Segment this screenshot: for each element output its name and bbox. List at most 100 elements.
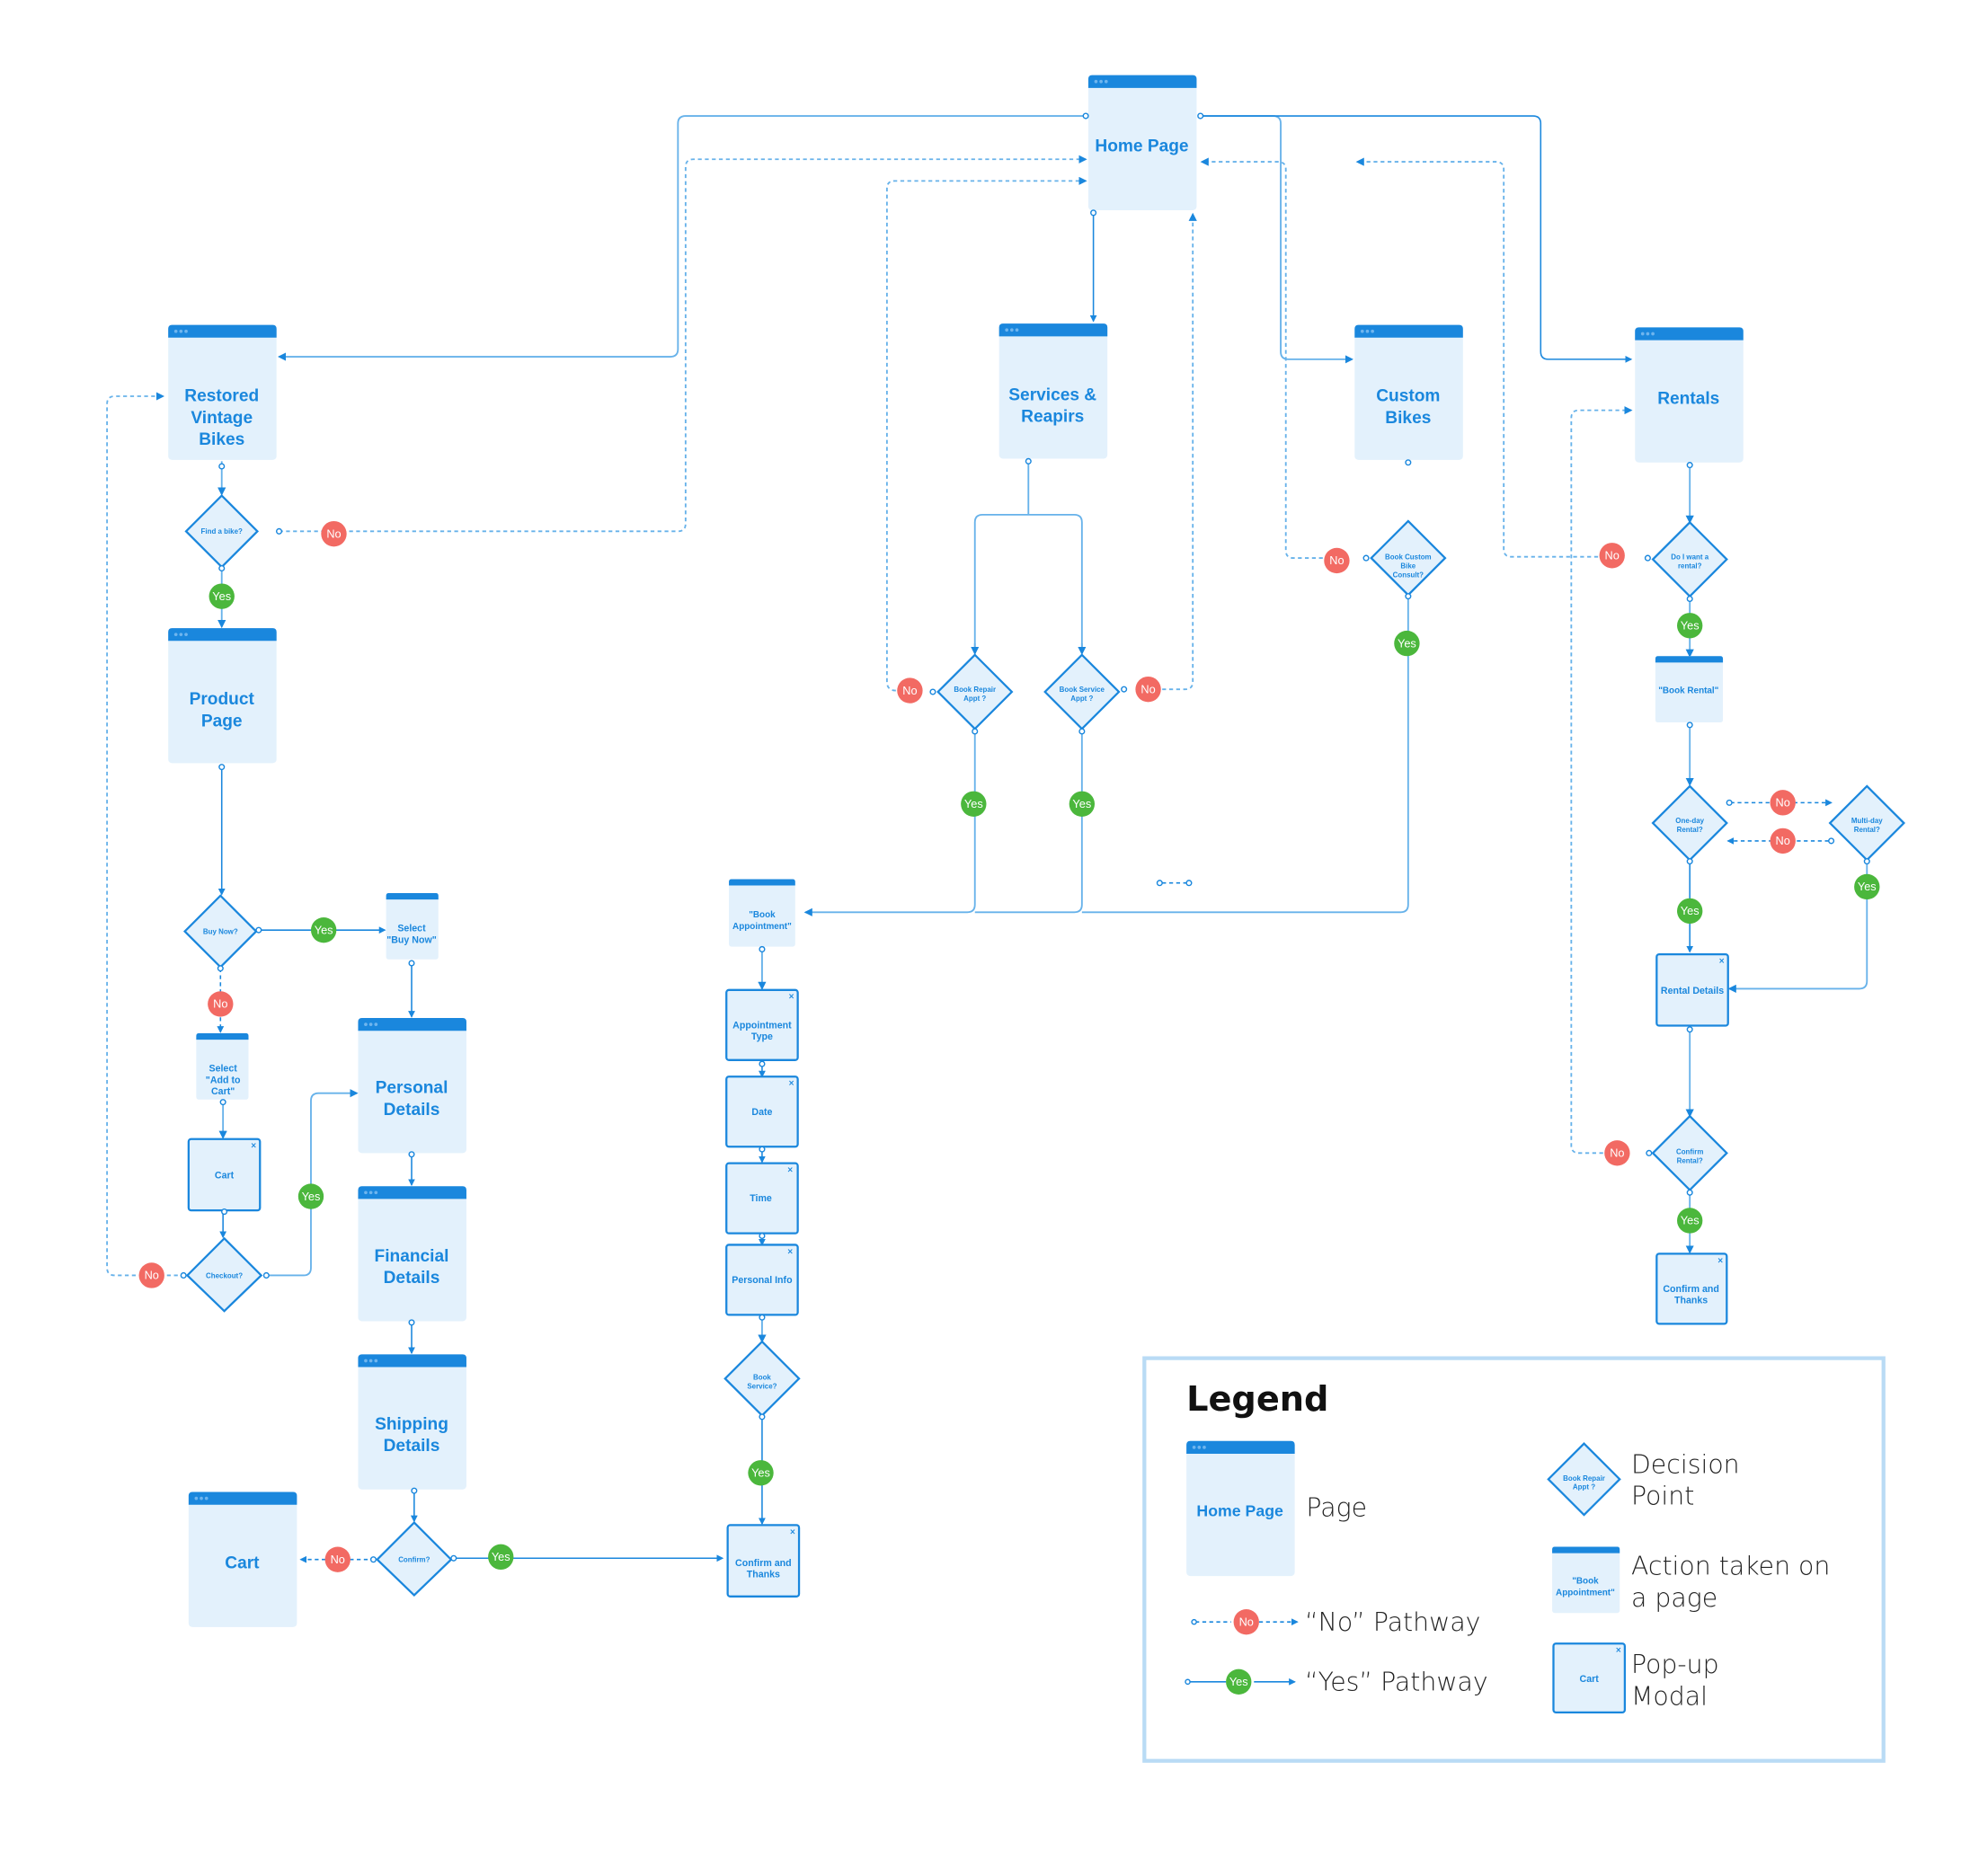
modal-rental-details[interactable]: × Rental Details	[1655, 952, 1729, 1027]
svg-text:No: No	[1776, 834, 1790, 847]
action-select-add-to-cart[interactable]: Select "Add to Cart"	[196, 1033, 249, 1100]
badge-no: No	[1604, 1140, 1630, 1166]
badge-yes: Yes	[1677, 1208, 1703, 1234]
decision-find-bike[interactable]: Find a bike?	[184, 494, 260, 569]
page-label: Product	[190, 690, 255, 709]
svg-text:No: No	[1329, 553, 1344, 567]
decision-label: Do I want a	[1671, 553, 1708, 562]
page-custom-bikes[interactable]: Custom Bikes	[1354, 324, 1463, 460]
close-icon[interactable]: ×	[788, 993, 794, 1002]
decision-label: Appt ?	[963, 695, 986, 703]
page-shipping-details[interactable]: Shipping Details	[358, 1354, 466, 1490]
badge-yes: Yes	[310, 916, 337, 943]
action-label: "Buy Now"	[386, 934, 437, 945]
modal-time[interactable]: × Time	[725, 1162, 799, 1235]
badge-no: No	[1770, 790, 1796, 816]
decision-one-day-rental[interactable]: One-day Rental?	[1651, 784, 1728, 862]
close-icon[interactable]: ×	[787, 1247, 794, 1256]
page-label: Rentals	[1657, 390, 1719, 409]
decision-book-repair[interactable]: Book Repair Appt ?	[936, 653, 1014, 730]
svg-text:No: No	[1776, 796, 1790, 810]
decision-label: Rental?	[1677, 1157, 1703, 1165]
action-book-appointment[interactable]: "Book Appointment"	[729, 879, 795, 947]
modal-personal-info[interactable]: × Personal Info	[725, 1244, 799, 1316]
modal-label: Confirm and	[1663, 1284, 1719, 1295]
decision-custom-consult[interactable]: Book Custom Bike Consult?	[1370, 519, 1447, 597]
connector-custom-no-to-home	[1200, 157, 1323, 560]
svg-text:No: No	[902, 684, 917, 697]
close-icon[interactable]: ×	[251, 1142, 257, 1151]
modal-cart[interactable]: × Cart	[187, 1137, 262, 1212]
decision-confirm-rental[interactable]: Confirm Rental?	[1651, 1114, 1728, 1192]
page-cart[interactable]: Cart	[188, 1492, 297, 1627]
decision-book-service-final[interactable]: Book Service?	[723, 1340, 801, 1418]
decision-label: Service?	[747, 1383, 777, 1391]
action-label: Cart"	[211, 1086, 235, 1097]
close-icon[interactable]: ×	[788, 1079, 794, 1088]
modal-confirm-thanks-rentals[interactable]: × Confirm and Thanks	[1655, 1253, 1728, 1325]
connector-confirm-rental-no	[1570, 406, 1633, 1155]
page-home[interactable]: Home Page	[1087, 75, 1197, 210]
badge-yes: Yes	[1677, 613, 1703, 639]
svg-text:No: No	[1605, 549, 1620, 562]
page-rentals[interactable]: Rentals	[1635, 327, 1744, 463]
page-restored-vintage-bikes[interactable]: Restored Vintage Bikes	[168, 324, 277, 460]
badge-no: No	[138, 1262, 164, 1288]
connector-service-yes	[974, 730, 1083, 914]
decision-label: Confirm	[1676, 1148, 1703, 1156]
decision-label: Buy Now?	[203, 927, 238, 935]
svg-text:Yes: Yes	[492, 1550, 510, 1563]
modal-confirm-thanks-services[interactable]: × Confirm and Thanks	[726, 1524, 801, 1598]
modal-label: Confirm and	[735, 1558, 792, 1569]
svg-text:Yes: Yes	[302, 1190, 321, 1203]
modal-label: Appointment	[732, 1020, 792, 1031]
page-personal-details[interactable]: Personal Details	[358, 1018, 466, 1154]
badge-yes: Yes	[488, 1544, 514, 1571]
page-financial-details[interactable]: Financial Details	[358, 1186, 466, 1322]
page-label: Custom	[1376, 387, 1440, 406]
page-product[interactable]: Product Page	[168, 628, 277, 764]
action-select-buy-now[interactable]: Select "Buy Now"	[386, 893, 439, 960]
action-book-rental[interactable]: "Book Rental"	[1655, 656, 1724, 723]
connector-repair-yes	[803, 730, 976, 916]
modal-label: Cart	[215, 1171, 235, 1182]
page-label: Financial	[375, 1247, 449, 1266]
legend-modal-sample: × Cart	[1552, 1642, 1627, 1713]
badge-yes: Yes	[297, 1183, 324, 1209]
close-icon[interactable]: ×	[1717, 1256, 1724, 1265]
decision-label: One-day	[1675, 817, 1704, 825]
decision-multi-day-rental[interactable]: Multi-day Rental?	[1828, 784, 1906, 862]
page-label: Services &	[1008, 385, 1096, 404]
decision-checkout[interactable]: Checkout?	[185, 1236, 263, 1313]
svg-text:Yes: Yes	[751, 1466, 770, 1480]
close-icon[interactable]: ×	[1718, 957, 1725, 966]
page-label: Bikes	[199, 430, 244, 449]
decision-label: Rental?	[1677, 826, 1703, 834]
legend-decision-label: Book Repair	[1563, 1474, 1605, 1483]
modal-label: Time	[750, 1193, 772, 1204]
legend-action-desc: Action taken on	[1631, 1552, 1830, 1581]
modal-appointment-type[interactable]: × Appointment Type	[725, 988, 799, 1061]
svg-text:Yes: Yes	[1229, 1675, 1248, 1688]
action-label: "Add to	[206, 1075, 241, 1085]
close-icon[interactable]: ×	[789, 1527, 795, 1536]
svg-text:Yes: Yes	[1072, 797, 1091, 810]
decision-label: Book Custom	[1385, 553, 1432, 562]
decision-book-service[interactable]: Book Service Appt ?	[1043, 653, 1121, 730]
svg-text:Yes: Yes	[964, 797, 983, 810]
modal-date[interactable]: × Date	[725, 1075, 799, 1148]
close-icon[interactable]: ×	[787, 1166, 794, 1175]
decision-want-rental[interactable]: Do I want a rental?	[1651, 520, 1728, 598]
legend-yes-desc: “Yes” Pathway	[1305, 1668, 1488, 1697]
legend-page-desc: Page	[1306, 1492, 1367, 1522]
modal-label: Thanks	[1674, 1296, 1708, 1306]
legend-decision-desc: Decision	[1631, 1449, 1740, 1479]
svg-text:No: No	[326, 527, 341, 540]
connector-home-to-restored	[277, 115, 1088, 361]
connector-home-to-custom	[1200, 115, 1353, 364]
decision-confirm[interactable]: Confirm?	[376, 1520, 453, 1597]
connector-find-no-to-home	[279, 155, 1087, 533]
page-services-repairs[interactable]: Services & Reapirs	[998, 323, 1108, 459]
decision-buy-now[interactable]: Buy Now?	[182, 894, 258, 969]
badge-yes: Yes	[209, 583, 235, 609]
